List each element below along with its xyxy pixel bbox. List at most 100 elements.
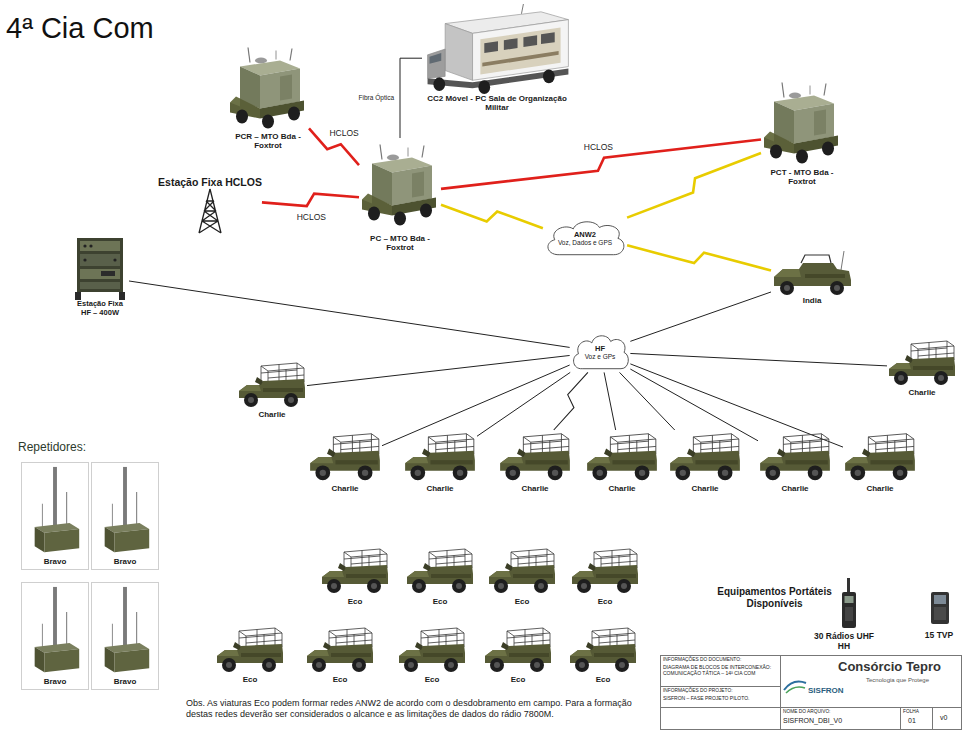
node-label: Bravo <box>24 677 86 686</box>
node-label: Eco <box>320 597 390 606</box>
equipment-count: 30 Rádios UHF HH <box>812 631 876 651</box>
equipment-node: Eco <box>570 545 640 606</box>
jeep-picture <box>310 434 380 481</box>
node-label: India <box>772 296 852 305</box>
node-label: Charlie <box>843 484 917 493</box>
node-label: Eco <box>487 597 557 606</box>
sisfron-logo-mark <box>784 682 806 693</box>
jeep-picture <box>845 434 915 481</box>
equipment-node: Eco <box>397 625 467 684</box>
jeep-picture <box>307 628 373 672</box>
block-value: v0 <box>940 714 960 722</box>
radio-link <box>627 153 761 218</box>
jeep-picture <box>407 549 473 593</box>
cloud-outline <box>573 335 628 368</box>
jeep-picture <box>670 434 740 481</box>
node-label: PCR – MTO Bda - Foxtrot <box>227 132 309 150</box>
network-cloud: HFVoz e GPs <box>570 332 631 373</box>
rep-icon <box>26 465 84 557</box>
cc2-picture <box>428 4 569 94</box>
edge-label: HCLOS <box>295 212 328 222</box>
tvp-icon <box>931 592 949 624</box>
block-heading: INFORMAÇÕES DO DOCUMENTO: <box>663 657 778 663</box>
jeep-picture <box>500 434 570 481</box>
equipment-node: Eco <box>405 545 475 606</box>
radio-link <box>441 205 543 229</box>
block-value: SISFRON_DBI_V0 <box>783 717 898 725</box>
node-label: Bravo <box>24 557 86 566</box>
equipment-node: Charlie <box>668 430 742 493</box>
jeep-picture <box>239 363 305 407</box>
radio-link <box>554 372 588 430</box>
repeater-box: Bravo <box>21 582 89 690</box>
node-label: Charlie <box>308 484 382 493</box>
jeep-icon <box>483 625 553 675</box>
rep-icon <box>26 585 84 677</box>
company-name: Consórcio Tepro <box>838 659 960 675</box>
node-label: Estação Fixa HCLOS <box>158 176 262 188</box>
jeep-icon <box>570 545 640 597</box>
shelter-icon <box>762 80 842 168</box>
hfst-picture <box>75 238 125 300</box>
cable-link <box>620 372 675 430</box>
jeep-icon <box>758 430 832 484</box>
cable-link <box>382 365 570 446</box>
edge-label: HCLOS <box>582 142 615 152</box>
hfst-icon <box>71 236 129 300</box>
jeep-picture <box>570 628 636 672</box>
equipment-node: Eco <box>483 625 553 684</box>
jeep-icon <box>308 430 382 484</box>
node-label: Eco <box>305 675 375 684</box>
node-label: Charlie <box>758 484 832 493</box>
shelter-icon <box>360 138 440 234</box>
equipment-node: Estação Fixa HCLOS <box>158 176 262 234</box>
block-value: 01 <box>908 717 930 725</box>
jeep-icon <box>585 430 659 484</box>
jeep-icon <box>668 430 742 484</box>
node-label: Charlie <box>403 484 477 493</box>
jeep-icon <box>237 360 307 410</box>
node-label: Eco <box>405 597 475 606</box>
node-label: Eco <box>397 675 467 684</box>
edge-label: Fibra Óptica <box>357 94 396 102</box>
cloud-label: ANW2 <box>558 230 612 239</box>
india-picture <box>774 251 851 295</box>
note: Obs. As viaturas Eco podem formar redes … <box>186 698 656 720</box>
node-label: PC – MTO Bda - Foxtrot <box>359 234 441 252</box>
jeep-icon <box>397 625 467 675</box>
tower-icon <box>190 188 230 234</box>
node-label: Bravo <box>94 557 156 566</box>
shelter-picture <box>362 145 436 226</box>
equipment-node: Eco <box>487 545 557 606</box>
jeep-picture <box>322 549 388 593</box>
node-label: PCT - MTO Bda - Foxtrot <box>761 168 843 186</box>
cable-link <box>604 372 616 430</box>
slogan: Tecnologia que Protege <box>866 677 960 684</box>
shelter-picture <box>230 48 304 129</box>
node-label: Charlie <box>498 484 572 493</box>
jeep-icon <box>568 625 638 675</box>
shelter-icon <box>228 46 308 132</box>
jeep-icon <box>498 430 572 484</box>
node-label: Charlie <box>585 484 659 493</box>
cable-link <box>630 369 758 441</box>
equipment-node: Charlie <box>403 430 477 493</box>
node-label: Bravo <box>94 677 156 686</box>
equipment-count: 15 TVP <box>919 630 959 640</box>
node-label: Eco <box>570 597 640 606</box>
node-label: Eco <box>568 675 638 684</box>
edge-label: HCLOS <box>327 128 360 138</box>
equipment-node: CC2 Móvel - PC Sala de Organização Milit… <box>422 4 572 112</box>
jeep-picture <box>587 434 657 481</box>
cable-link <box>630 292 771 341</box>
title-block-frame <box>660 655 962 730</box>
jeep-picture <box>217 628 283 672</box>
equipment-node: Charlie <box>585 430 659 493</box>
jeep-picture <box>405 434 475 481</box>
radio-link <box>627 245 771 270</box>
equipment-node: India <box>771 250 853 305</box>
cable-link <box>129 281 570 347</box>
cloud-label: HF <box>585 344 616 353</box>
jeep-icon <box>305 625 375 675</box>
equipment-node: Eco <box>320 545 390 606</box>
